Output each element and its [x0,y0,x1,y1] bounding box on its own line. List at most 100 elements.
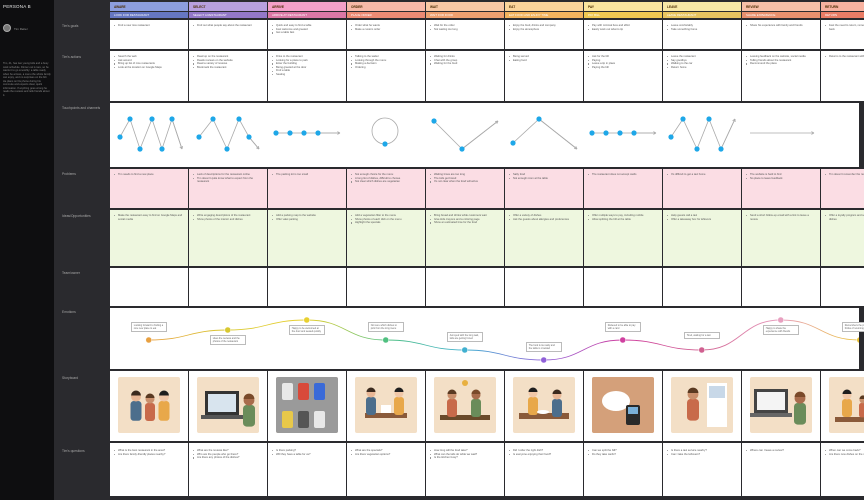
problem-card[interactable]: Tim needs to find a new place [110,169,188,208]
team-card[interactable] [584,268,662,306]
action-card[interactable]: Leaving feedback on the website, social … [742,51,820,101]
list-item: Is the kitchen busy? [430,456,500,460]
question-card[interactable]: When can we come back?Are there new dish… [821,443,864,496]
problem-card-list: Tim needs to find a new place [110,169,188,177]
opportunity-card[interactable]: Bring bread and drinks while customers w… [426,210,504,266]
storyboard-illustration [519,387,569,419]
team-card[interactable] [505,268,583,306]
question-card[interactable]: Is there a taxi service nearby?Can I tak… [663,443,741,496]
emotion-note: Annoyed with the long wait, kids are get… [446,332,483,342]
stage-header: ARRIVE [268,2,346,11]
team-card[interactable] [663,268,741,306]
question-card-list: When can we come back?Are there new dish… [821,443,864,456]
goal-card[interactable]: Feel the need to return, remember the pl… [821,20,864,49]
list-item: Is there a taxi service nearby? [667,449,737,453]
question-card[interactable]: What are the reviews like?Who are the pe… [189,443,267,496]
persona-title: PERSONA B [3,4,31,9]
opportunity-card[interactable]: Send a short follow-up email with a link… [742,210,820,266]
list-item: Quick and easy to find a table [272,24,342,28]
list-item: Tim doesn't quite know what to expect fr… [193,177,263,184]
list-item: Give kids crayons and a coloring page [430,218,500,222]
opportunity-card[interactable]: Offer multiple ways to pay, including mo… [584,210,662,266]
touchpoint-icon [137,146,143,152]
team-card[interactable] [426,268,504,306]
opportunity-card[interactable]: Make the restaurant easy to find on Goog… [110,210,188,266]
action-card[interactable]: Returns to the restaurant with friends o… [821,51,864,101]
question-card-list: What are the specials?Are there vegetari… [347,443,425,456]
storyboard-image-card-payment [592,377,654,433]
touchpoint-icon [301,130,307,136]
emotion-neutral-icon [619,336,626,344]
list-item: Share his experience with family and fri… [746,24,816,28]
team-card[interactable] [347,268,425,306]
list-item: Leave comfortably [667,24,737,28]
goal-card[interactable]: Share his experience with family and fri… [742,20,820,49]
stage-subheader: SHARE EXPERIENCE [742,12,820,18]
question-card[interactable]: What is the best restaurant in the area?… [110,443,188,496]
problem-card[interactable]: The restaurant does not accept cards [584,169,662,208]
stage-header: ORDER [347,2,425,11]
list-item: Write engaging descriptions of the resta… [193,214,263,218]
problem-card[interactable]: Lack of descriptions for the restaurant … [189,169,267,208]
question-card[interactable]: Did I order the right dish?Is everyone e… [505,443,583,496]
list-item: Are there family-friendly places nearby? [114,453,184,457]
stage-header: EAT [505,2,583,11]
team-card[interactable] [742,268,820,306]
list-item: Find a table [272,69,342,73]
problem-card[interactable]: It's difficult to get a taxi home [663,169,741,208]
question-card[interactable]: How long will the food take?What can the… [426,443,504,496]
team-card[interactable] [110,268,188,306]
list-item: Send a short follow-up email with a link… [746,214,816,221]
goal-card[interactable]: Find a new nice restaurant [110,20,188,49]
team-card[interactable] [821,268,864,306]
storyboard-illustration [365,387,407,418]
question-card[interactable]: What are the specials?Are there vegetari… [347,443,425,496]
storyboard-image-friends-talking [118,377,180,433]
goal-card[interactable]: Find out what people say about the resta… [189,20,267,49]
question-card[interactable]: Can we split the bill?Do they take cards… [584,443,662,496]
team-card[interactable] [268,268,346,306]
opportunity-card[interactable]: Offer a loyalty program and send reminde… [821,210,864,266]
touchpoint-icon [589,130,595,136]
list-item: Waiting times are too long [430,173,500,177]
team-card[interactable] [189,268,267,306]
list-item: The parking lot is too small [272,173,342,177]
list-item: Looking through the menu [351,59,421,63]
opportunity-card[interactable]: Write engaging descriptions of the resta… [189,210,267,266]
problem-card[interactable]: The parking lot is too small [268,169,346,208]
list-item: What are the reviews like? [193,449,263,453]
question-card[interactable]: Where can I leave a review? [742,443,820,496]
problem-card[interactable]: Tim doesn't remember the restaurant name [821,169,864,208]
question-card[interactable]: Is there parking?Will they have a table … [268,443,346,496]
emotion-note: The food is too salty and the table is c… [525,342,562,352]
list-item: Can I take the leftovers? [667,453,737,457]
list-item: No place to leave feedback [746,177,816,181]
